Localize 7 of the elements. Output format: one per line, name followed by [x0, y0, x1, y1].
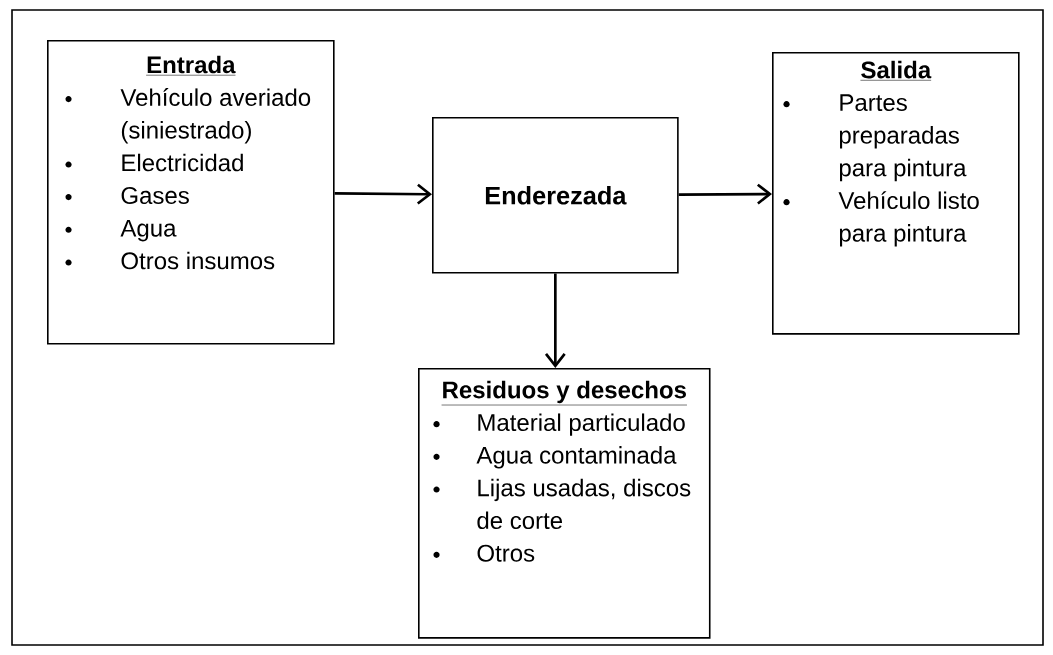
list-box: Salida Partes preparadas para pintura Vehículo listo para pintura — [772, 52, 1020, 335]
arrow — [334, 183, 432, 205]
list-box: Residuos y desechos Material particulado Agua contaminada Lijas usadas, discos de corte Otros — [418, 368, 711, 639]
process-box: Enderezada — [432, 117, 679, 274]
arrow — [678, 183, 772, 205]
list-box: Entrada Vehículo averiado (siniestrado) Electricidad Gases Agua Otros insumos — [47, 40, 335, 345]
arrow — [544, 273, 566, 368]
